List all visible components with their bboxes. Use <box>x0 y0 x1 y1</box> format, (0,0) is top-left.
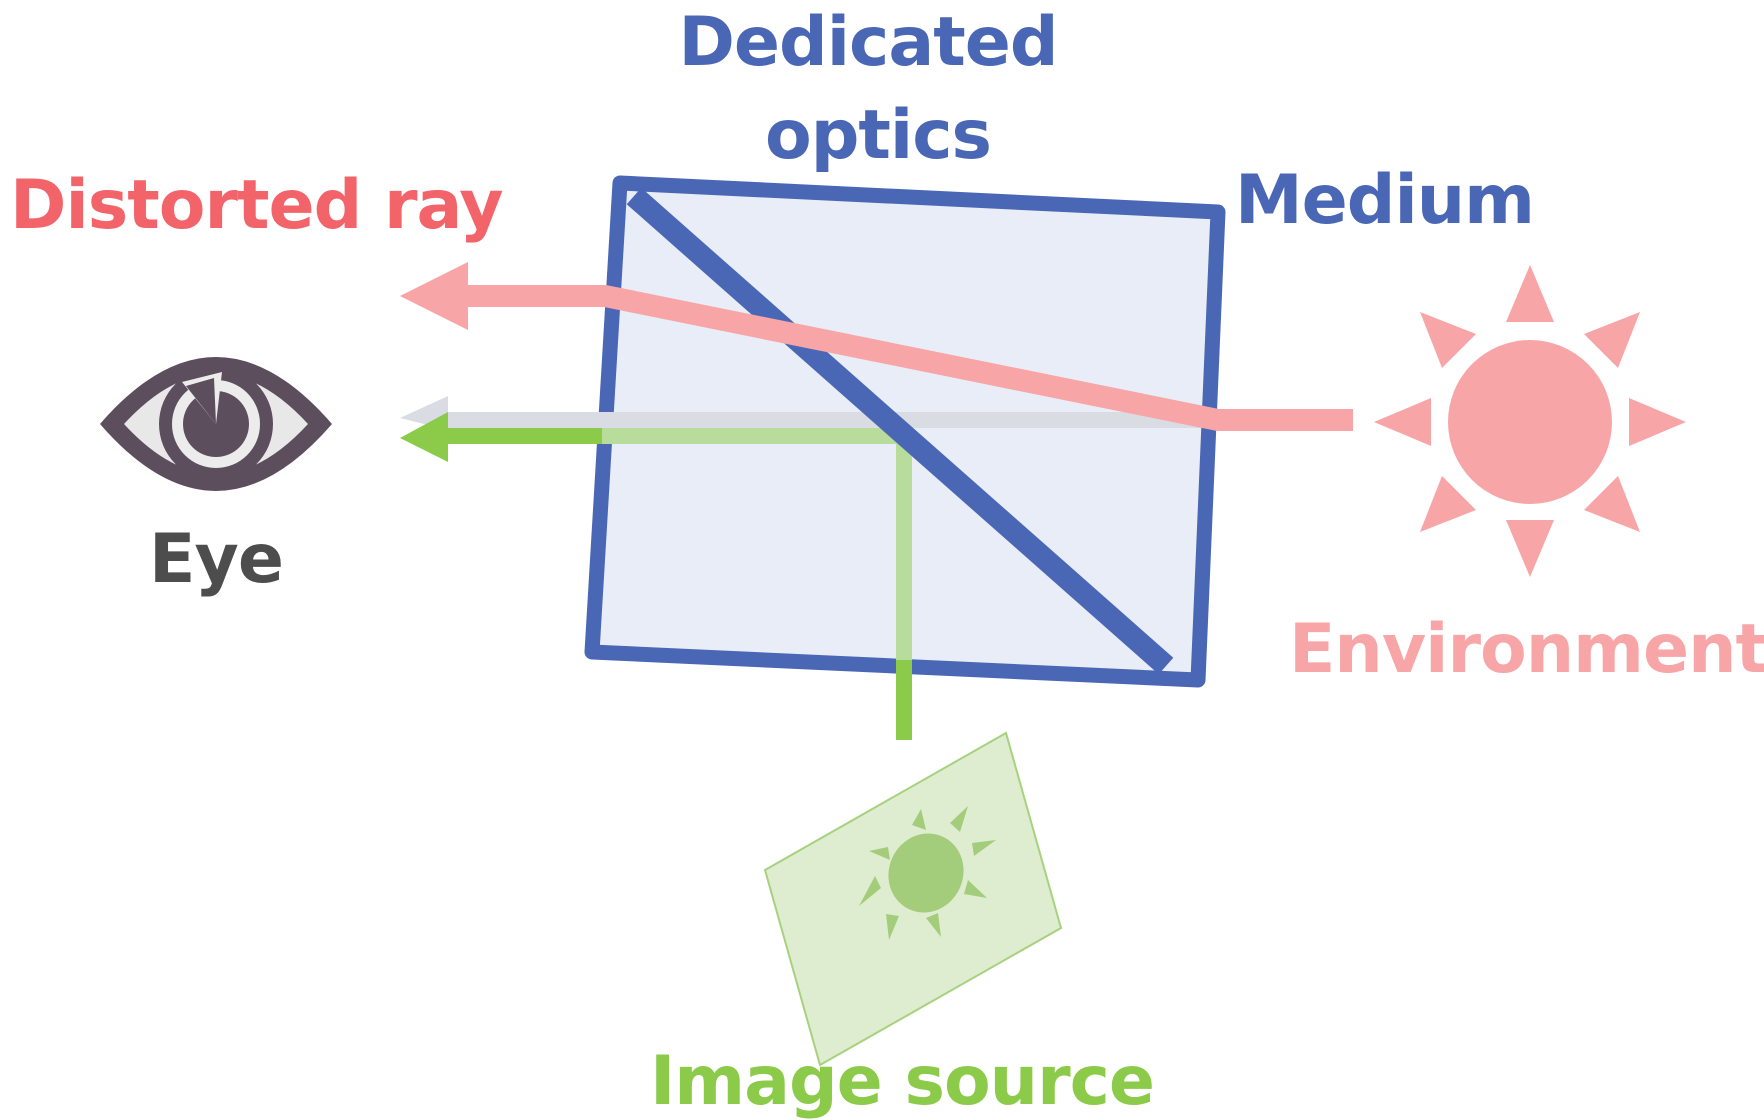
eye-label: Eye <box>149 520 283 599</box>
image-source-label: Image source <box>650 1042 1154 1120</box>
small-sun-icon <box>859 806 996 940</box>
distorted-ray-arrowhead <box>400 262 468 330</box>
sun-icon <box>1374 265 1686 577</box>
distorted-ray-label: Distorted ray <box>10 166 503 245</box>
distorted-ray-path <box>462 285 1353 431</box>
dedicated-optics-label-line2: optics <box>765 96 991 175</box>
dedicated-optics-label-line1: Dedicated <box>678 3 1057 82</box>
dedicated-optics-splitter <box>626 187 1174 675</box>
eye-icon <box>100 357 332 491</box>
medium-label: Medium <box>1235 161 1534 240</box>
environment-label: Environment <box>1289 610 1764 689</box>
image-source-panel <box>763 731 1063 1067</box>
green-ray-arrowhead <box>400 412 448 462</box>
